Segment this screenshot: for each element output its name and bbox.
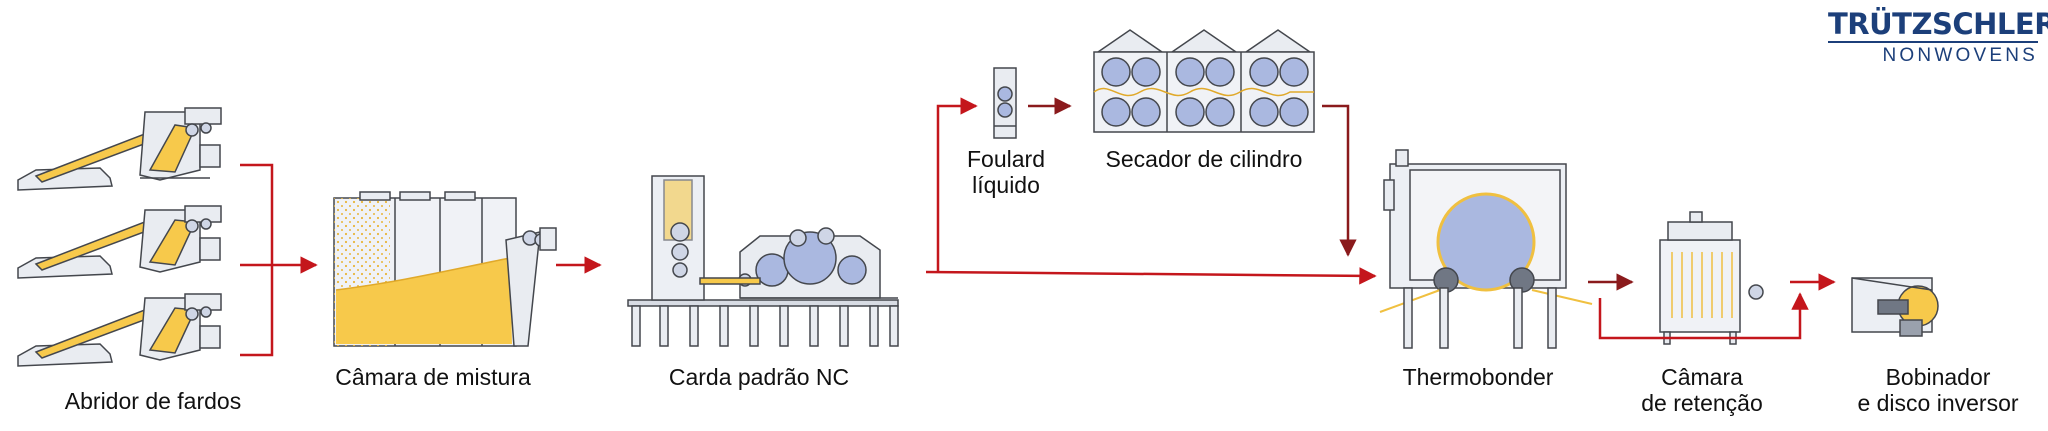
- logo-brand-text: TRÜTZSCHLER: [1828, 7, 2048, 41]
- foulard-label-line-1: Foulard: [967, 146, 1045, 172]
- mixing-chamber-machine: [333, 191, 557, 347]
- arrow-retention-branches: [1598, 273, 1836, 340]
- winder-machine: [1851, 277, 1939, 337]
- foulard-machine: [993, 67, 1017, 139]
- bale-opener-unit-2: [17, 205, 222, 279]
- bale-opener-unit-3: [17, 293, 222, 367]
- thermobonder-label: Thermobonder: [1402, 364, 1554, 390]
- foulard-label: Foulard líquido: [950, 146, 1062, 198]
- arrow-bale-to-mixing: [240, 163, 318, 357]
- card-machine: [627, 175, 899, 347]
- foulard-label-line-2: líquido: [972, 172, 1040, 198]
- card-label: Carda padrão NC: [668, 364, 850, 390]
- bale-opener-label: Abridor de fardos: [64, 388, 242, 414]
- retention-chamber-label-line-2: de retenção: [1641, 390, 1763, 416]
- bale-opener-unit-1: [17, 107, 222, 191]
- drum-dryer-machine: [1093, 29, 1315, 133]
- retention-chamber-label: Câmara de retenção: [1622, 364, 1782, 416]
- arrow-card-to-foulard: [936, 97, 978, 272]
- thermobonder-machine: [1379, 149, 1593, 349]
- winder-label-line-1: Bobinador: [1885, 364, 1991, 390]
- logo-rule: [1828, 41, 2038, 43]
- mixing-chamber-label: Câmara de mistura: [335, 364, 531, 390]
- winder-label: Bobinador e disco inversor: [1836, 364, 2040, 416]
- brand-logo: TRÜTZSCHLER NONWOVENS: [1828, 7, 2048, 67]
- arrow-card-to-thermobonder: [925, 267, 1377, 285]
- logo-sub-text: NONWOVENS: [1882, 45, 2038, 66]
- retention-chamber-label-line-1: Câmara: [1661, 364, 1743, 390]
- bale-opener-group: [17, 107, 222, 367]
- drum-dryer-label: Secador de cilindro: [1105, 146, 1303, 172]
- winder-label-line-2: e disco inversor: [1857, 390, 2019, 416]
- arrow-dryer-to-thermobonder: [1322, 104, 1357, 257]
